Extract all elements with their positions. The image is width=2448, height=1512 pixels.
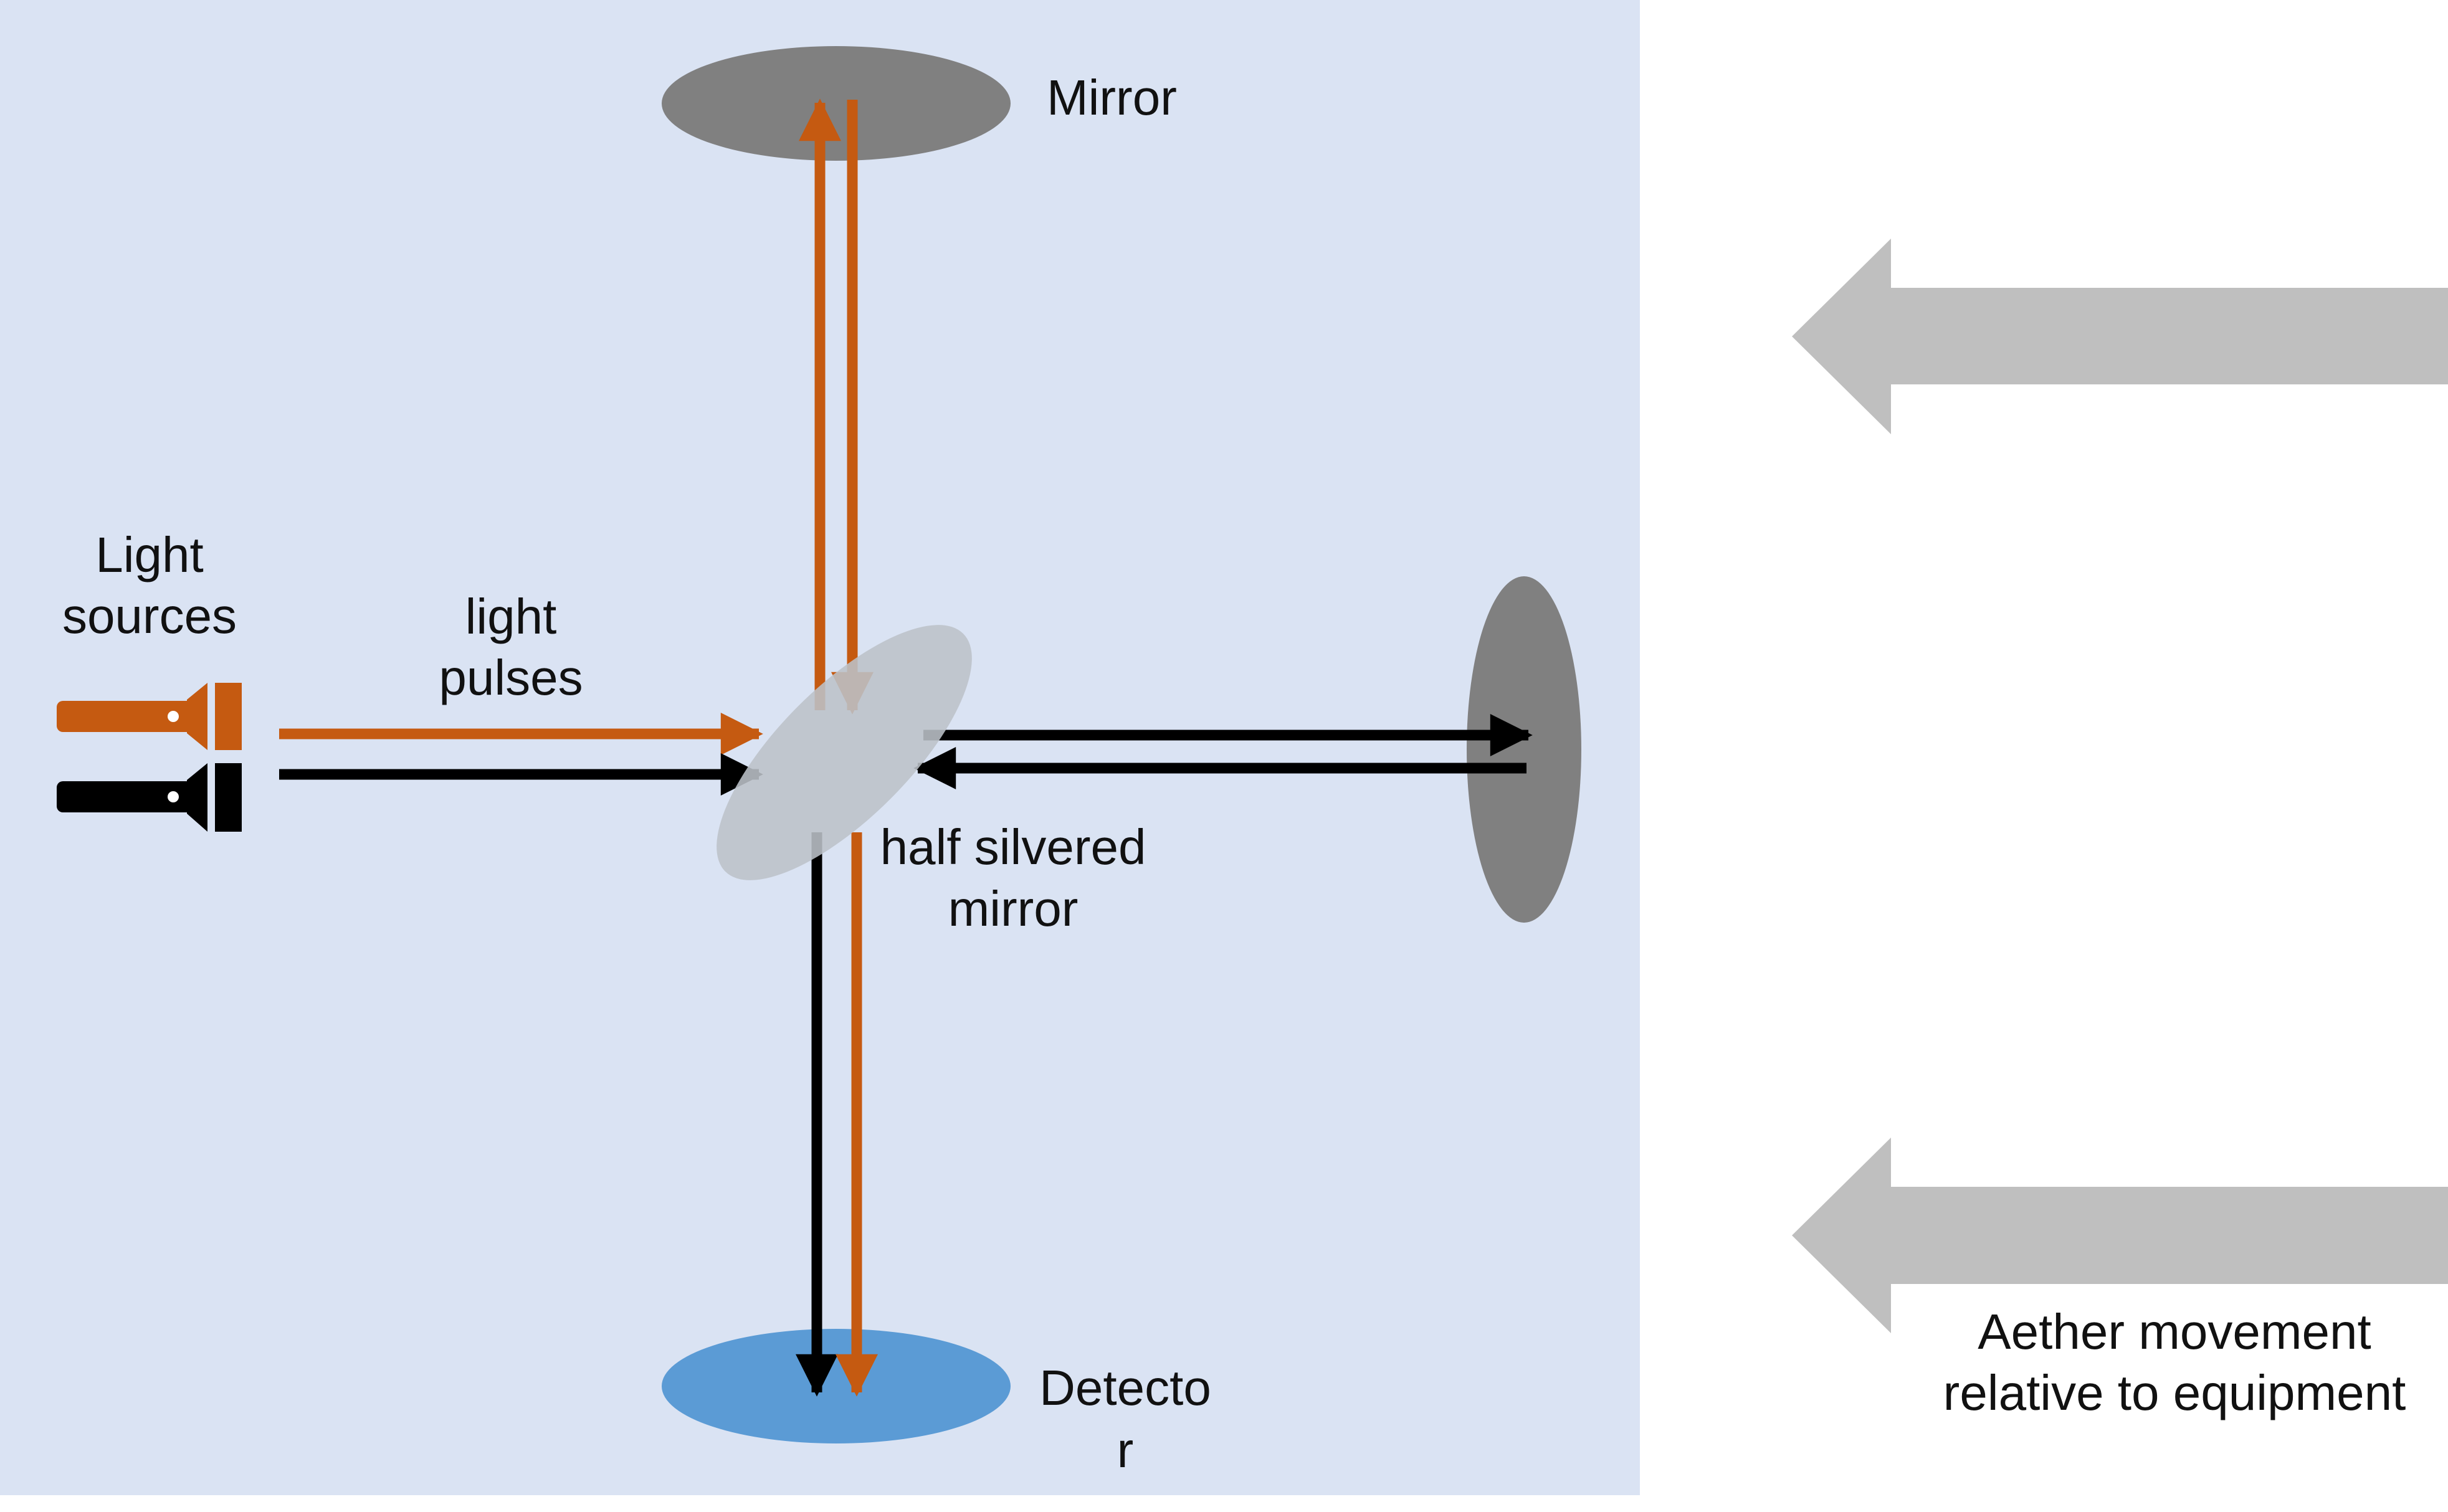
arrow-left-icon <box>1792 1138 2448 1333</box>
light-sources-label-line1: Light <box>95 527 203 582</box>
aether-label-line1: Aether movement <box>1978 1304 2371 1359</box>
detector-label-line2: r <box>1117 1422 1134 1478</box>
mirror-label: Mirror <box>1047 70 1177 125</box>
half-silvered-mirror-label-line1: half silvered <box>880 819 1146 875</box>
detector <box>662 1329 1011 1443</box>
half-silvered-mirror-label-line2: mirror <box>948 881 1079 936</box>
half-silvered-mirror <box>717 625 972 880</box>
flashlight-icon <box>57 763 242 832</box>
light-sources-label-line2: sources <box>62 588 237 644</box>
light-pulses-label-line1: light <box>465 589 557 644</box>
arrow-left-icon <box>1792 239 2448 434</box>
right-mirror <box>1467 576 1581 923</box>
flashlight-icon <box>57 683 242 750</box>
light-pulses-label-line2: pulses <box>439 650 583 705</box>
aether-label-line2: relative to equipment <box>1943 1365 2406 1420</box>
top-mirror <box>662 46 1011 161</box>
detector-label-line1: Detecto <box>1039 1360 1211 1415</box>
